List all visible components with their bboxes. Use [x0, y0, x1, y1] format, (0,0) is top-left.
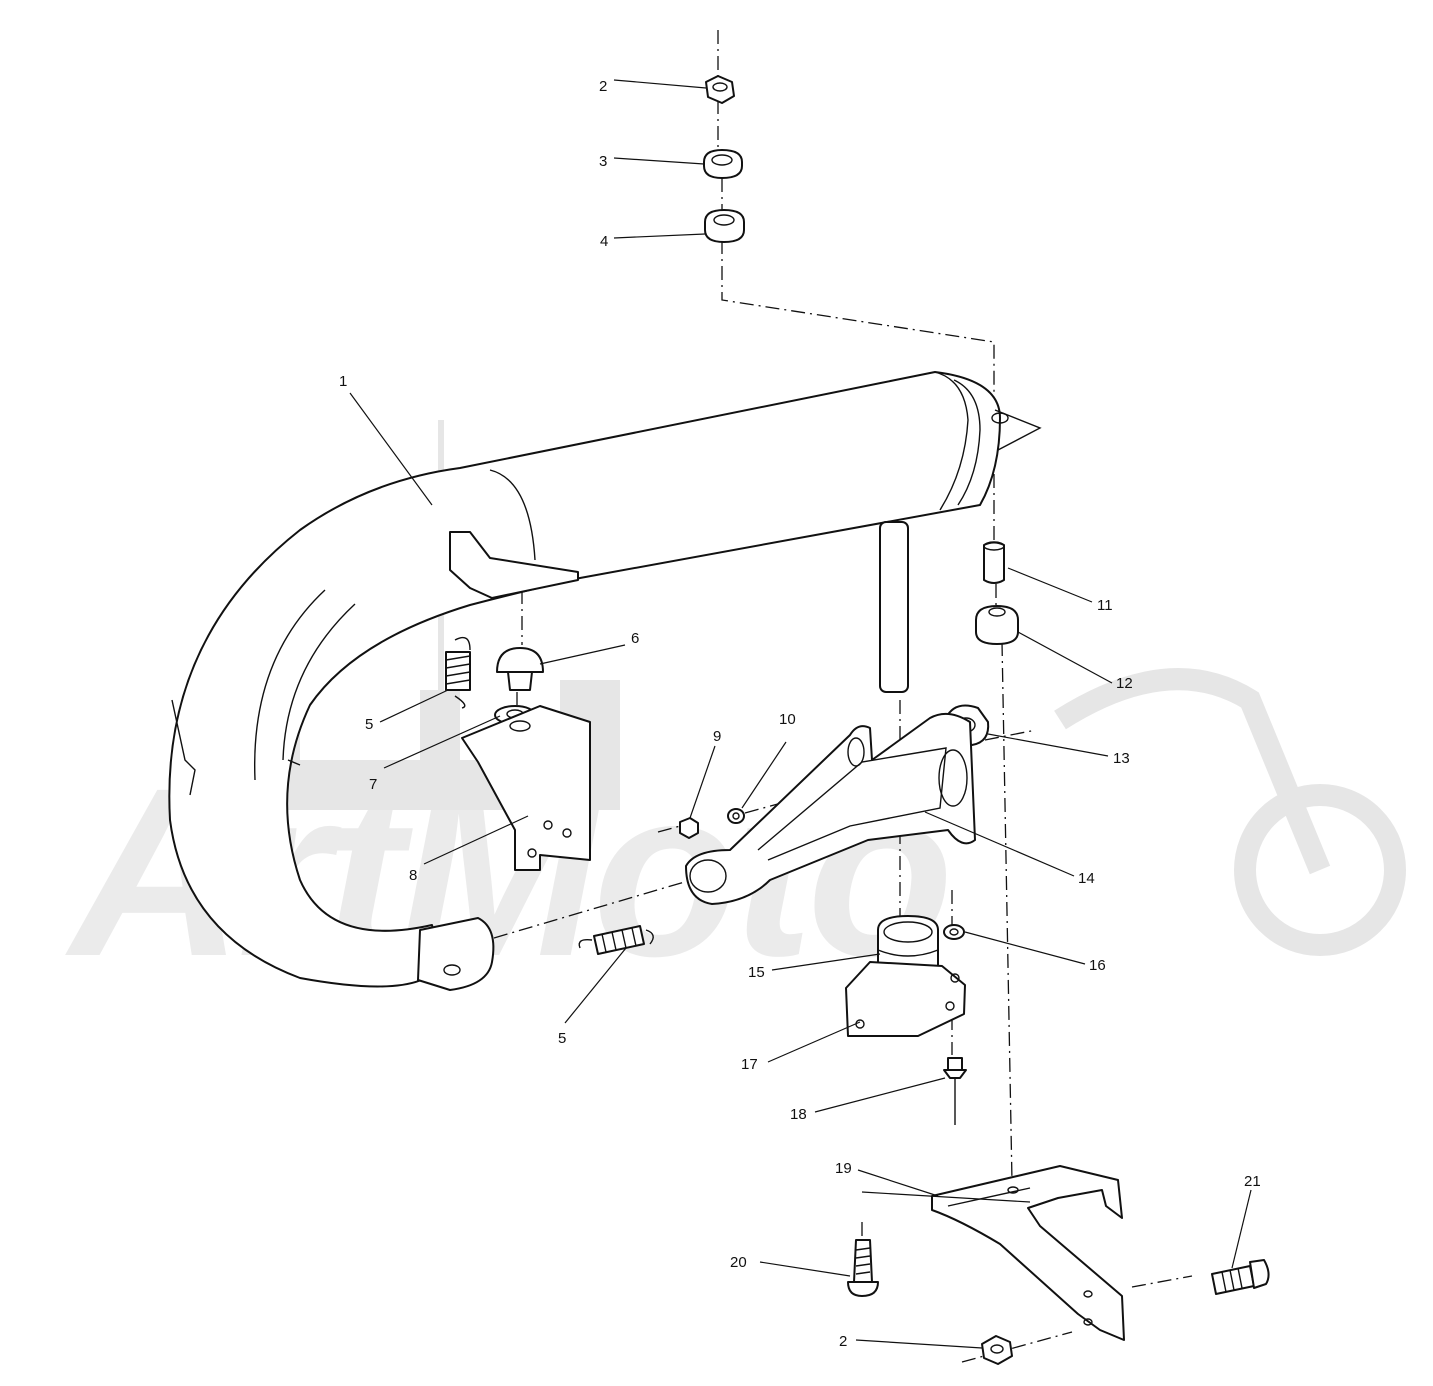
- callout-13: 13: [1113, 750, 1130, 767]
- callout-15: 15: [748, 964, 765, 981]
- callout-10: 10: [779, 711, 796, 728]
- screw-part-20: [847, 1239, 879, 1297]
- callout-8: 8: [409, 867, 417, 884]
- bracket-part-8: [461, 705, 591, 871]
- y-pipe-part-14: [685, 712, 976, 905]
- nut-part-2-bottom: [981, 1335, 1013, 1365]
- callout-9: 9: [713, 728, 721, 745]
- spacer-part-11: [983, 541, 1005, 584]
- callout-18: 18: [790, 1106, 807, 1123]
- spring-part-5-upper: [445, 636, 471, 709]
- callout-2-bottom: 2: [839, 1333, 847, 1350]
- callout-19: 19: [835, 1160, 852, 1177]
- watermark-motorcycle-icon: [1054, 668, 1406, 956]
- callout-5-upper: 5: [365, 716, 373, 733]
- leader-lines: [349, 79, 1252, 1349]
- washer-part-16: [943, 924, 965, 940]
- spring-part-5-lower: [578, 925, 654, 955]
- callout-16: 16: [1089, 957, 1106, 974]
- nut-part-2-top: [705, 75, 735, 104]
- rivet-part-18: [943, 1057, 967, 1125]
- muffler-assembly: [168, 371, 1042, 991]
- callout-1: 1: [339, 373, 347, 390]
- callout-12: 12: [1116, 675, 1133, 692]
- grommet-part-12: [975, 605, 1019, 645]
- callout-20: 20: [730, 1254, 747, 1271]
- mount-bracket-part-19: [931, 1165, 1125, 1341]
- callout-4: 4: [600, 233, 608, 250]
- exhaust-plate-part-17: [845, 961, 966, 1037]
- callout-21: 21: [1244, 1173, 1261, 1190]
- callout-14: 14: [1078, 870, 1095, 887]
- callout-labels: 2 3 4 1 5 6 7 8 9 10 11 12 13 14 5 15 16…: [339, 78, 1261, 1350]
- callout-7: 7: [369, 776, 377, 793]
- callout-6: 6: [631, 630, 639, 647]
- rubber-bumper-part-6: [496, 647, 544, 691]
- bolt-part-21: [1211, 1259, 1270, 1295]
- washer-part-3: [703, 149, 743, 179]
- callout-11: 11: [1097, 597, 1113, 614]
- nut-part-9: [679, 817, 699, 839]
- callout-2-top: 2: [599, 78, 607, 95]
- callout-17: 17: [741, 1056, 758, 1073]
- washer-part-10: [727, 808, 745, 824]
- grommet-part-4: [704, 209, 745, 243]
- callout-3: 3: [599, 153, 607, 170]
- callout-5-lower: 5: [558, 1030, 566, 1047]
